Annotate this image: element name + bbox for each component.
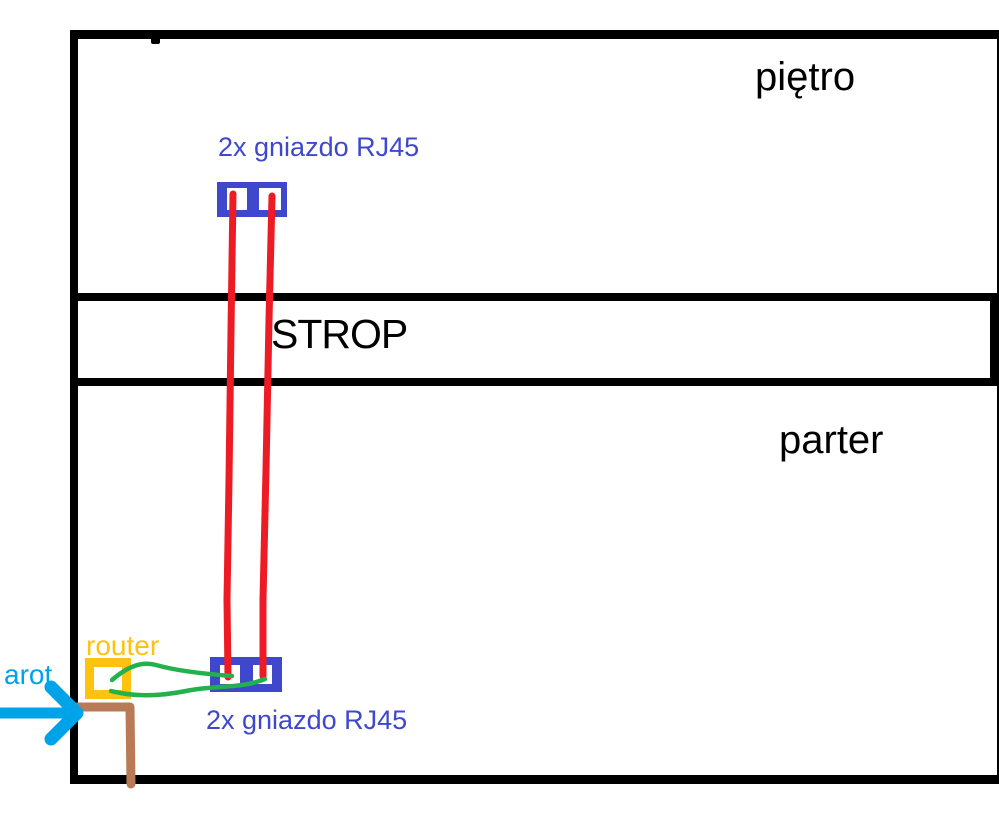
rj45-port-icon	[227, 188, 247, 210]
router-box	[85, 658, 131, 699]
rj45-port-icon	[220, 665, 240, 684]
upper-socket-label: 2x gniazdo RJ45	[218, 132, 420, 162]
wall-top	[70, 30, 999, 39]
router-label: router	[86, 630, 160, 661]
upper-floor-label: piętro	[755, 55, 856, 99]
rj45-port-icon	[253, 665, 272, 684]
wall-left	[70, 30, 78, 783]
rj45-port-icon	[259, 188, 281, 210]
rj45-socket-lower	[210, 657, 282, 692]
conduit-pipe	[66, 702, 136, 789]
lower-socket-label: 2x gniazdo RJ45	[206, 705, 408, 735]
ground-floor-label: parter	[779, 418, 884, 462]
ceiling-slab-band	[70, 293, 998, 386]
conduit-label: arot	[4, 659, 53, 690]
rj45-socket-upper	[217, 182, 287, 217]
riser-cable-1	[223, 190, 237, 681]
wall-dot-mark	[151, 37, 160, 44]
wall-bottom	[70, 775, 999, 784]
wall-right-edge	[997, 30, 999, 784]
ceiling-slab-label: STROP	[271, 311, 408, 357]
riser-cable-2	[259, 192, 276, 680]
